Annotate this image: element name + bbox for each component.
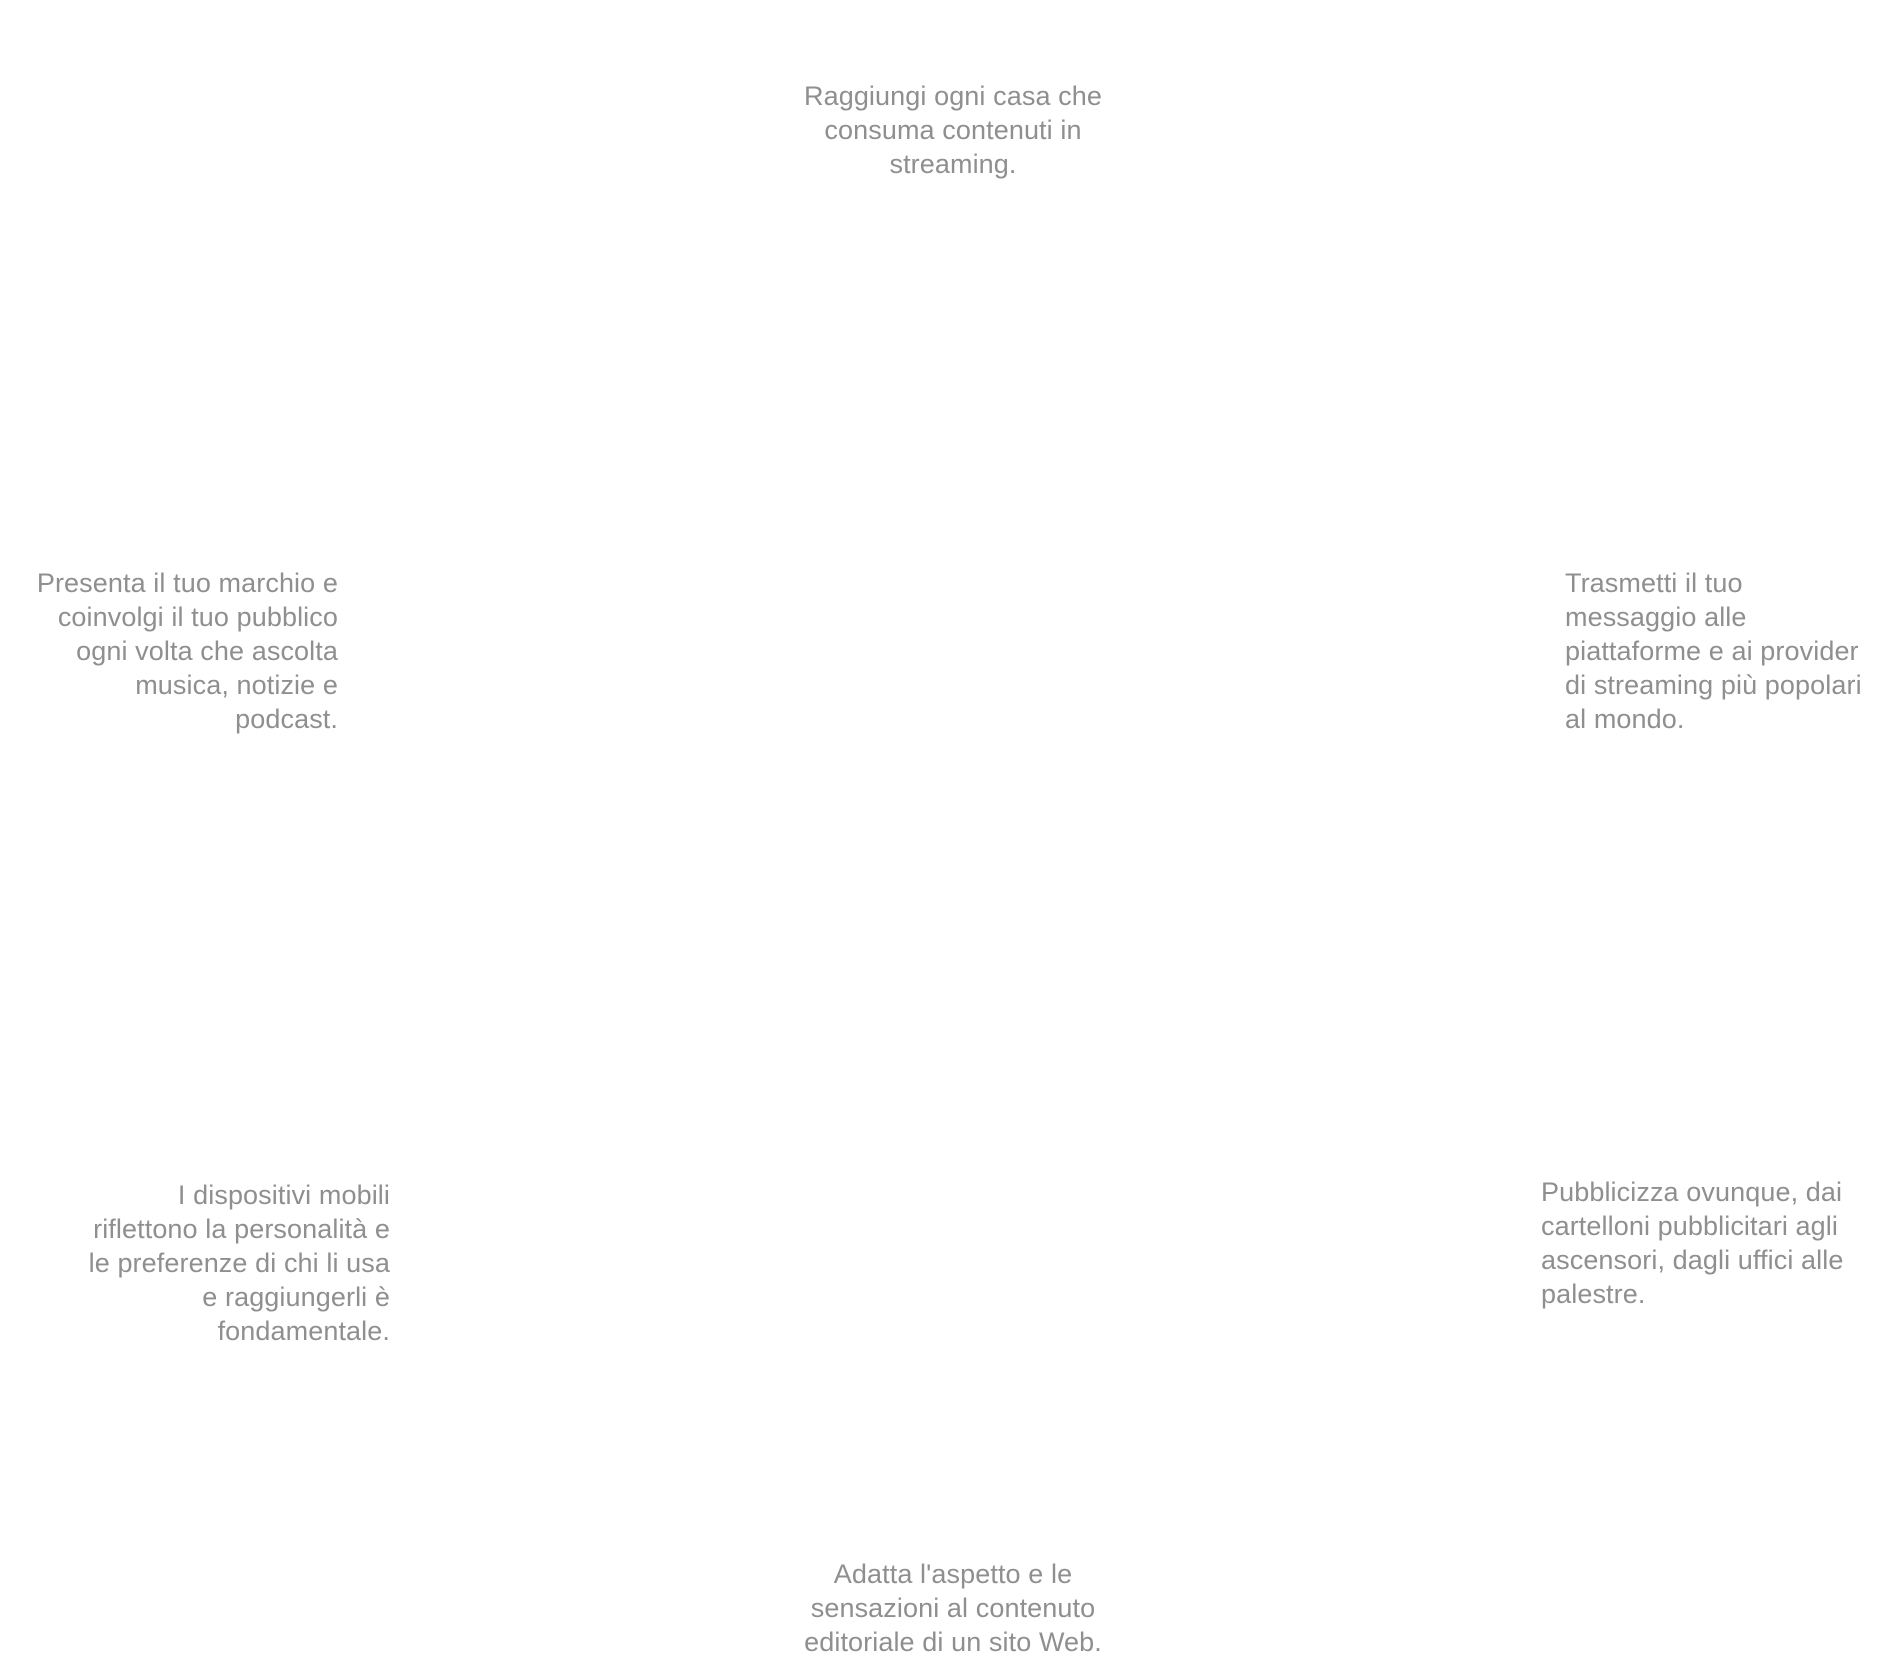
caption-line: piattaforme e ai provider — [1565, 636, 1859, 666]
caption-line: streaming. — [889, 149, 1017, 179]
caption-line: riflettono la personalità e — [93, 1214, 390, 1244]
caption-web: Adatta l'aspetto e le sensazioni al cont… — [773, 1557, 1133, 1659]
caption-line: e raggiungerli è — [202, 1282, 390, 1312]
caption-line: fondamentale. — [217, 1316, 390, 1346]
caption-line: sensazioni al contenuto — [810, 1593, 1096, 1623]
caption-streaming-tv: Raggiungi ogni casa che consuma contenut… — [773, 79, 1133, 181]
caption-line: editoriale di un sito Web. — [804, 1627, 1102, 1657]
caption-line: coinvolgi il tuo pubblico — [57, 602, 338, 632]
caption-line: al mondo. — [1565, 704, 1685, 734]
caption-line: ascensori, dagli uffici alle — [1541, 1245, 1844, 1275]
caption-line: cartelloni pubblicitari agli — [1541, 1211, 1838, 1241]
caption-line: Raggiungi ogni casa che — [803, 81, 1102, 111]
caption-line: le preferenze di chi li usa — [88, 1248, 390, 1278]
caption-line: messaggio alle — [1565, 602, 1747, 632]
caption-line: Pubblicizza ovunque, dai — [1541, 1177, 1843, 1207]
caption-line: palestre. — [1541, 1279, 1646, 1309]
caption-line: I dispositivi mobili — [177, 1180, 390, 1210]
caption-line: Presenta il tuo marchio e — [36, 568, 338, 598]
caption-mobile: I dispositivi mobili riflettono la perso… — [0, 1178, 390, 1348]
caption-streaming-platforms: Trasmetti il tuo messaggio alle piattafo… — [1565, 566, 1902, 736]
caption-line: di streaming più popolari — [1565, 670, 1862, 700]
caption-line: musica, notizie e — [135, 670, 338, 700]
caption-line: podcast. — [235, 704, 338, 734]
caption-line: Trasmetti il tuo — [1565, 568, 1743, 598]
caption-out-of-home: Pubblicizza ovunque, dai cartelloni pubb… — [1541, 1175, 1902, 1311]
caption-line: ogni volta che ascolta — [76, 636, 338, 666]
caption-audio: Presenta il tuo marchio e coinvolgi il t… — [0, 566, 338, 736]
caption-line: consuma contenuti in — [824, 115, 1082, 145]
caption-line: Adatta l'aspetto e le — [833, 1559, 1073, 1589]
